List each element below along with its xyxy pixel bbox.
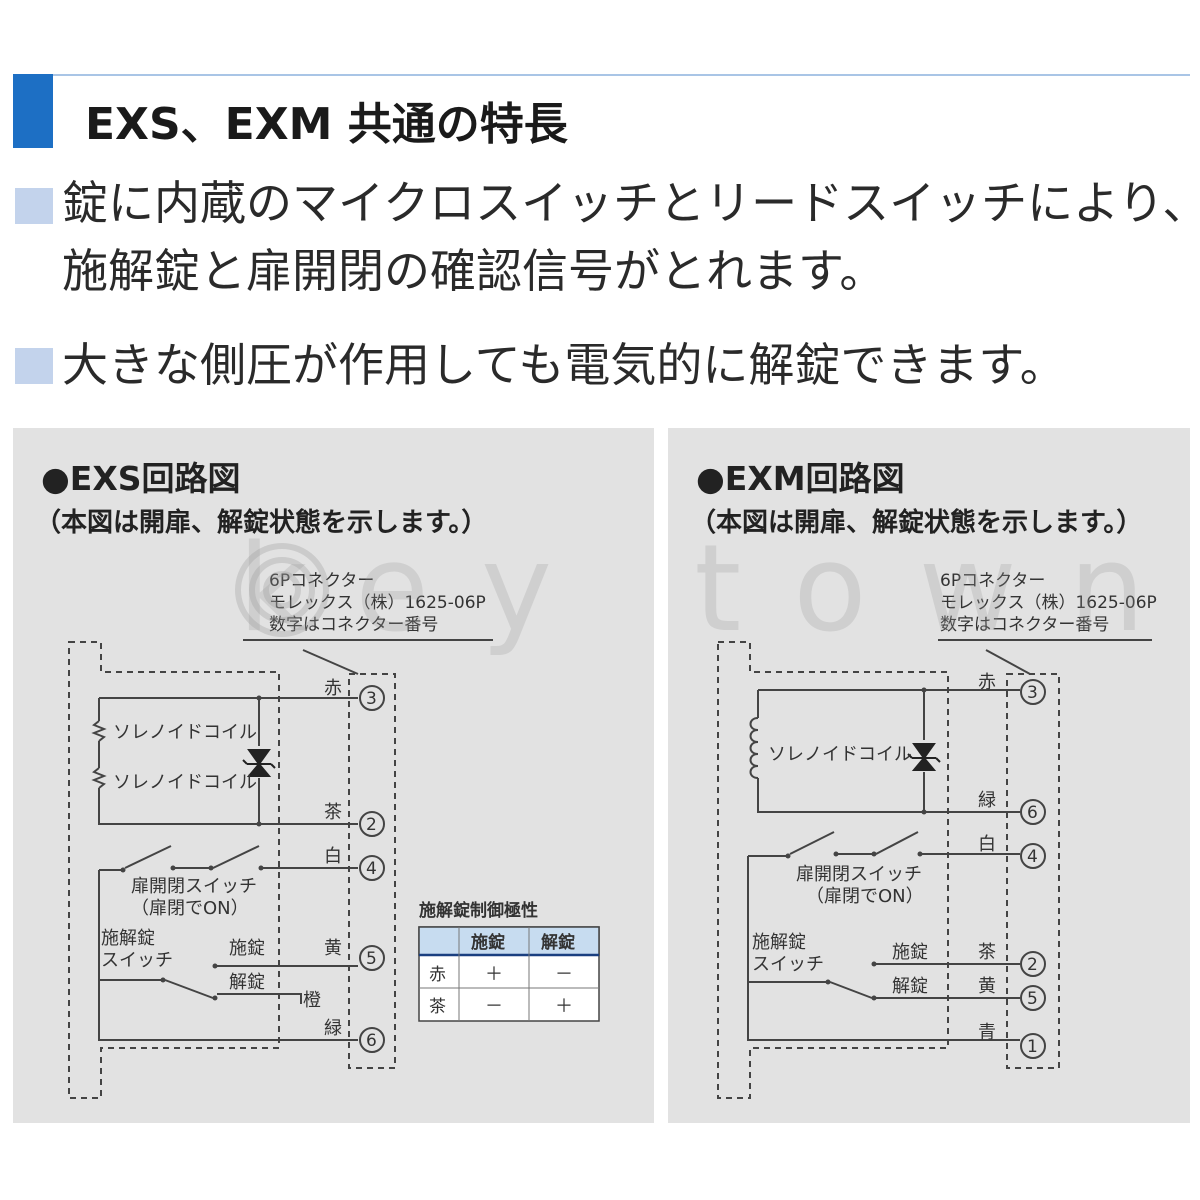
exs-wire-color-green: 緑 xyxy=(324,1018,342,1039)
exm-pin-4: 4 xyxy=(1027,847,1038,867)
exm-wire-color-brown: 茶 xyxy=(978,942,996,963)
exs-wire-color-yellow: 黄 xyxy=(324,938,342,959)
exs-connector-line-1: 6Pコネクター xyxy=(269,571,374,591)
exs-pin-3: 3 xyxy=(366,689,377,709)
polarity-header-lock: 施錠 xyxy=(471,932,505,953)
page-title: EXS、EXM 共通の特長 xyxy=(85,99,568,150)
exs-coil-label-1: ソレノイドコイル xyxy=(113,722,257,743)
exm-door-switch-line-1: 扉開閉スイッチ xyxy=(796,864,922,885)
exm-pin-3: 3 xyxy=(1027,683,1038,703)
exs-lock-label: 施錠 xyxy=(229,938,265,959)
exs-connector-line-2: モレックス（株）1625-06P xyxy=(269,593,486,613)
exs-door-switch-line-1: 扉開閉スイッチ xyxy=(131,876,257,897)
header-rule xyxy=(13,74,1190,76)
exs-pin-6: 6 xyxy=(366,1031,377,1051)
exm-pin-2: 2 xyxy=(1027,955,1038,975)
exm-door-switch-line-2: （扉閉でON） xyxy=(806,886,924,907)
exm-wire-color-green: 緑 xyxy=(978,790,996,811)
exs-pin-5: 5 xyxy=(366,949,377,969)
watermark-text: key town xyxy=(238,520,1197,659)
polarity-row-1-label: 赤 xyxy=(429,965,446,985)
exs-pin-2: 2 xyxy=(366,815,377,835)
exm-lock-label: 施錠 xyxy=(892,942,928,963)
exm-wire-color-yellow: 黄 xyxy=(978,976,996,997)
polarity-row-1-lock: ＋ xyxy=(485,964,503,985)
exm-wire-color-white: 白 xyxy=(978,834,996,855)
exs-connector-line-3: 数字はコネクター番号 xyxy=(269,615,438,635)
polarity-header-unlock: 解錠 xyxy=(541,932,575,953)
exs-lock-switch-line-2: スイッチ xyxy=(101,950,173,971)
exs-subtitle: （本図は開扉、解錠状態を示します。） xyxy=(35,508,488,538)
exm-unlock-label: 解錠 xyxy=(892,976,928,997)
header-accent-block xyxy=(13,74,53,148)
feature-2-line-1: 大きな側圧が作用しても電気的に解錠できます。 xyxy=(62,338,1066,392)
exm-lock-switch-line-2: スイッチ xyxy=(752,954,824,975)
exm-lock-switch-line-1: 施解錠 xyxy=(752,932,806,953)
exm-connector-line-1: 6Pコネクター xyxy=(940,571,1045,591)
polarity-table-title: 施解錠制御極性 xyxy=(419,900,538,921)
exs-wire-color-brown: 茶 xyxy=(324,802,342,823)
exm-panel: ●EXM回路図 （本図は開扉、解錠状態を示します。） xyxy=(668,428,1190,1123)
feature-bullet-2 xyxy=(15,348,53,384)
exs-wire-color-red: 赤 xyxy=(324,678,342,699)
exs-lock-switch-line-1: 施解錠 xyxy=(101,928,155,949)
polarity-row-2-lock: － xyxy=(485,996,503,1017)
exs-pin-4: 4 xyxy=(366,859,377,879)
polarity-row-2-label: 茶 xyxy=(429,997,446,1017)
exm-subtitle: （本図は開扉、解錠状態を示します。） xyxy=(690,508,1143,538)
exs-circuit-diagram: 6Pコネクター モレックス（株）1625-06P 数字はコネクター番号 ソレノイ… xyxy=(68,571,600,1099)
exm-wire-color-red: 赤 xyxy=(978,672,996,693)
exs-door-switch-line-2: （扉閉でON） xyxy=(131,898,249,919)
feature-1-line-2: 施解錠と扉開閉の確認信号がとれます。 xyxy=(62,244,886,298)
exs-unlock-label: 解錠 xyxy=(229,972,265,993)
exm-connector-line-2: モレックス（株）1625-06P xyxy=(940,593,1157,613)
feature-bullet-1 xyxy=(15,188,53,224)
exm-circuit-diagram: 6Pコネクター モレックス（株）1625-06P 数字はコネクター番号 ソレノイ… xyxy=(717,571,1157,1099)
exm-wire-color-blue: 青 xyxy=(978,1022,996,1043)
watermark-logo-icon xyxy=(235,543,329,637)
polarity-row-1-unlock: － xyxy=(555,964,573,985)
exs-coil-label-2: ソレノイドコイル xyxy=(113,772,257,793)
exm-pin-6: 6 xyxy=(1027,803,1038,823)
exs-title: ●EXS回路図 xyxy=(41,459,241,498)
exs-panel: ●EXS回路図 （本図は開扉、解錠状態を示します。） xyxy=(13,428,654,1123)
exs-wire-color-white: 白 xyxy=(324,846,342,867)
exm-coil-label: ソレノイドコイル xyxy=(768,744,912,765)
exm-connector-line-3: 数字はコネクター番号 xyxy=(940,615,1109,635)
feature-1-line-1: 錠に内蔵のマイクロスイッチとリードスイッチにより、 xyxy=(62,176,1200,230)
exm-title: ●EXM回路図 xyxy=(696,459,905,498)
exs-wire-color-orange: 橙 xyxy=(303,990,321,1011)
polarity-row-2-unlock: ＋ xyxy=(555,996,573,1017)
exm-pin-1: 1 xyxy=(1027,1037,1038,1057)
exm-pin-5: 5 xyxy=(1027,989,1038,1009)
